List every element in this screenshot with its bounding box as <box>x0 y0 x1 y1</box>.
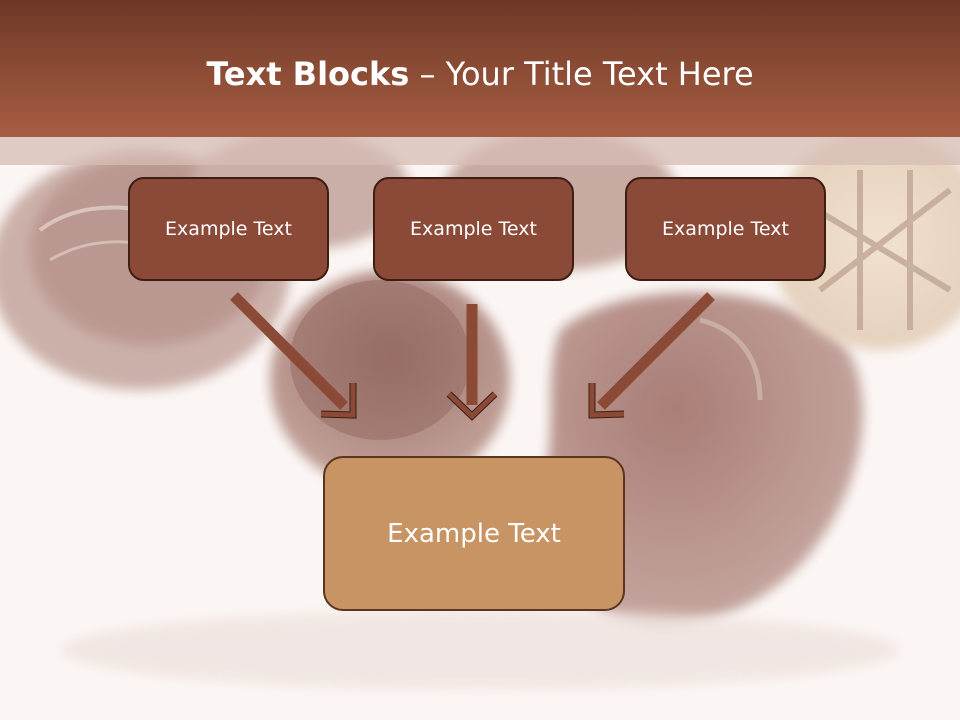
title-band-accent <box>0 137 960 165</box>
arrow-left <box>230 292 357 419</box>
text-block-2[interactable]: Example Text <box>373 177 574 281</box>
result-text-block-label: Example Text <box>387 518 561 549</box>
text-block-3-label: Example Text <box>662 218 789 240</box>
slide-title: Text Blocks – Your Title Text Here <box>0 50 960 98</box>
title-rest-text: – Your Title Text Here <box>409 55 754 93</box>
text-block-2-label: Example Text <box>410 218 537 240</box>
result-text-block[interactable]: Example Text <box>323 456 625 611</box>
title-band <box>0 0 960 137</box>
title-bold-text: Text Blocks <box>206 55 410 93</box>
text-block-3[interactable]: Example Text <box>625 177 826 281</box>
text-block-1[interactable]: Example Text <box>128 177 329 281</box>
text-block-1-label: Example Text <box>165 218 292 240</box>
arrow-right <box>588 292 715 419</box>
